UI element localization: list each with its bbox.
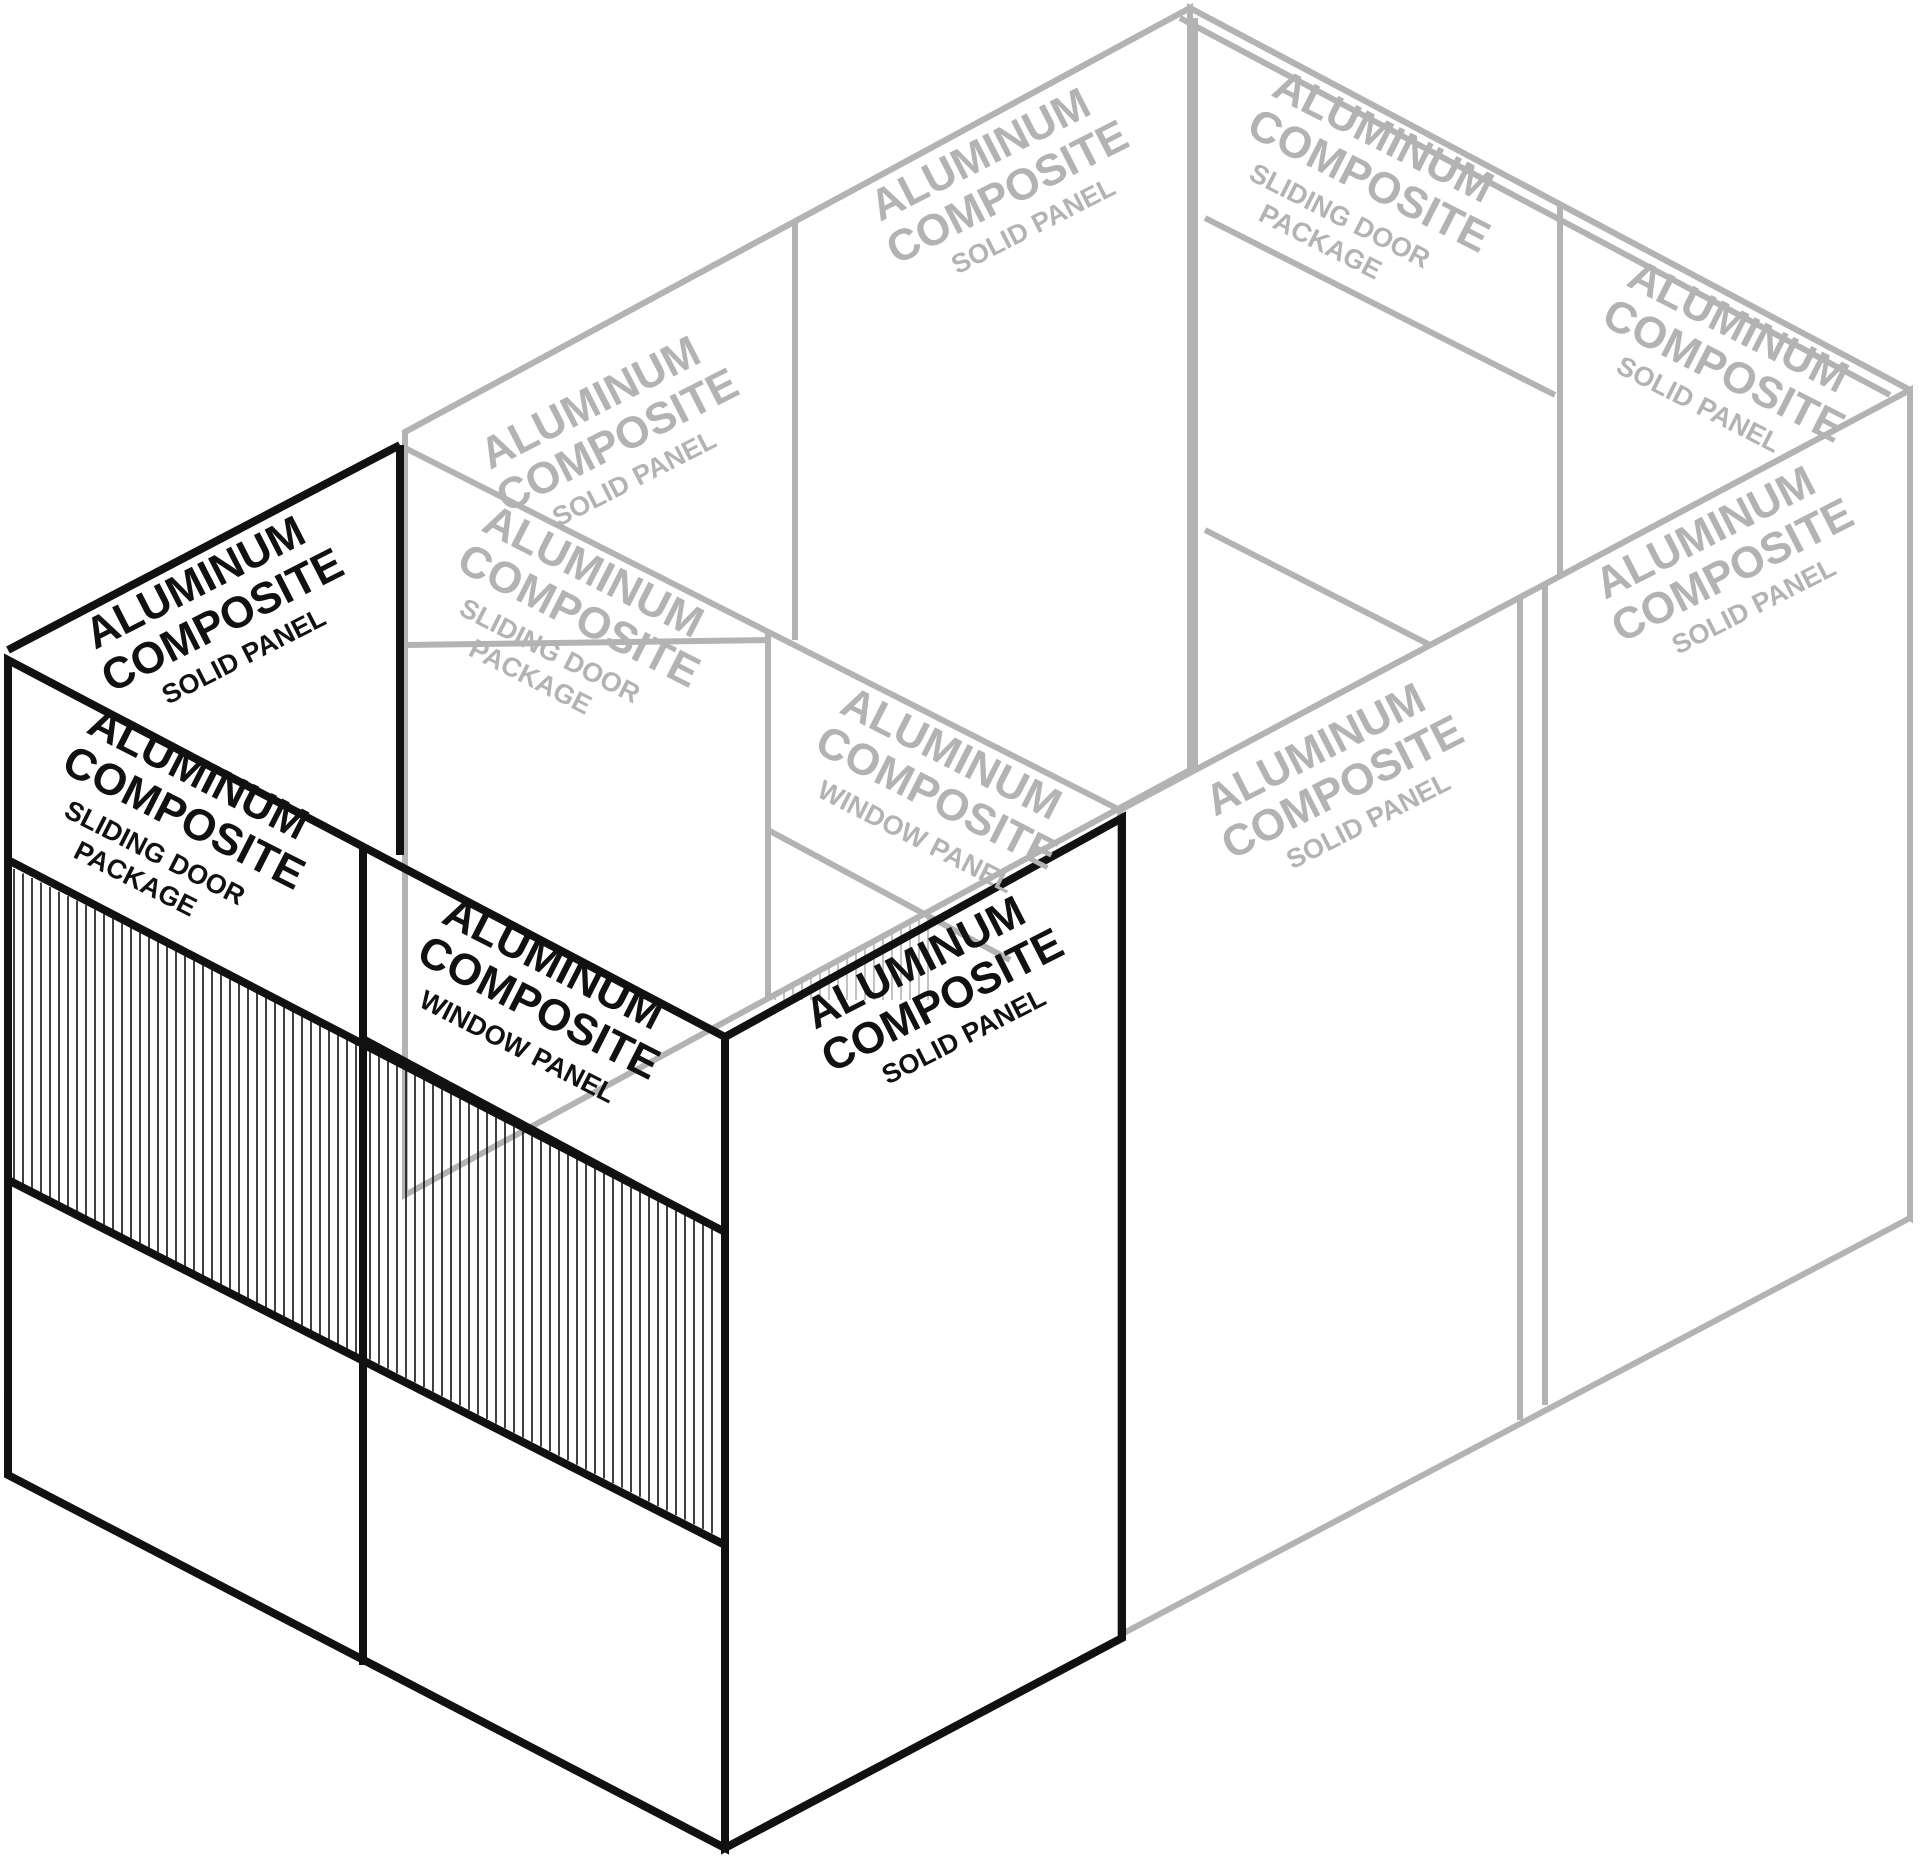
new-enclosure [3, 441, 1126, 1855]
label-black-back-solid: ALUMINUM COMPOSITE SOLID PANEL [77, 507, 351, 711]
top-rail-back-left [403, 5, 1192, 435]
back-door-sill [1203, 527, 1432, 648]
window-sill [361, 1357, 727, 1548]
top-rail-front-right [1118, 387, 1912, 813]
front-right-face [721, 811, 1126, 1855]
window-header [361, 1035, 727, 1235]
top-rail-back-right-inner [1178, 15, 1892, 398]
back-door-header [1203, 215, 1557, 398]
inner-door-header-left [404, 637, 769, 648]
label-black-sliding-door: ALUMINUM COMPOSITE SLIDING DOOR PACKAGE [55, 697, 316, 922]
existing-enclosure [402, 2, 1913, 1640]
new-glass-hatching [13, 869, 713, 1534]
top-rail-back-right [1188, 5, 1912, 393]
inner-window-sill [766, 827, 1012, 963]
top-rail-inner-left [403, 445, 1122, 813]
black-top-rail-back [6, 441, 402, 654]
